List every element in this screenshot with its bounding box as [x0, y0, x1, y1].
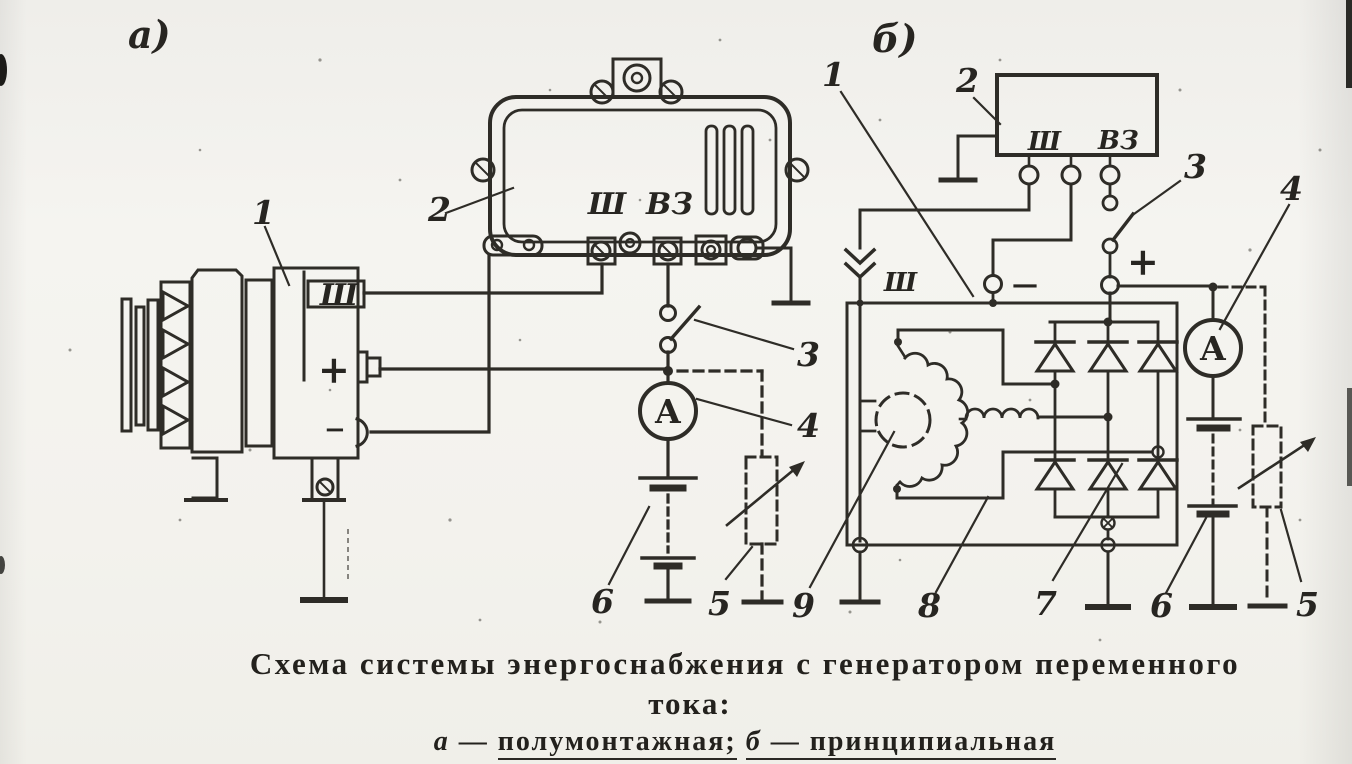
phase-coil: [964, 407, 1040, 420]
minus-label-b: —: [1012, 270, 1038, 300]
battery-a: [638, 476, 698, 604]
regulator-b-sh-label: Ш: [1027, 127, 1062, 157]
wire-sh: [362, 262, 604, 295]
caption-title-line1: Схема системы энергоснабжения с генерато…: [249, 646, 1241, 681]
caption-dash-1: —: [449, 726, 498, 757]
battery-b: [1186, 417, 1242, 610]
arrow-head: [1300, 437, 1316, 452]
callout-b-5: 5: [1296, 585, 1319, 624]
callout-a-5: 5: [708, 584, 731, 623]
callout-b-1: 1: [822, 55, 845, 94]
rheostat-a: [725, 455, 798, 605]
diode-icon: [1034, 459, 1076, 491]
callout-b-8: 8: [917, 586, 941, 625]
fan: [159, 280, 192, 450]
plug-chevron-icon: [843, 247, 877, 266]
plus-label-b: +: [1127, 239, 1159, 284]
callout-b-6: 6: [1150, 586, 1173, 625]
switch-blade: [668, 304, 702, 342]
caption-word-a: полумонтажная;: [497, 726, 737, 760]
callout-b-9: 9: [792, 586, 815, 625]
wire-field: [858, 182, 1031, 250]
caption-title-line2: тока:: [648, 686, 732, 721]
wire-minus-b: [991, 182, 1073, 277]
panel-b: б): [792, 16, 1319, 625]
callout-b-3: 3: [1184, 147, 1207, 186]
callout-a-6: 6: [591, 582, 614, 621]
schematic-figure: а): [0, 0, 1352, 642]
callout-a-2: 2: [427, 190, 451, 229]
callout-a-4: 4: [797, 406, 820, 445]
panel-a-label: а): [128, 12, 171, 57]
schematic-b: [808, 73, 1316, 610]
diode-icon: [1137, 459, 1179, 491]
regulator-case: [488, 95, 792, 257]
switch-contact: [659, 304, 677, 322]
minus-terminal: [355, 417, 369, 448]
front-housing: [190, 268, 244, 454]
callout-b-2: 2: [955, 61, 979, 100]
pulley: [120, 297, 133, 433]
switch-blade-b: [1110, 211, 1136, 243]
rotor-field-winding: [874, 391, 932, 449]
generator-b-box: [845, 301, 1179, 547]
generator-plus-label: +: [318, 347, 350, 392]
caption-word-b: принципиальная: [809, 726, 1057, 757]
jumper-link: [482, 234, 544, 257]
ammeter-b-letter: А: [1200, 329, 1227, 368]
field-wire-sh-label: Ш: [883, 268, 918, 298]
figure-caption: Схема системы энергоснабжения с генерато…: [150, 642, 1340, 760]
callout-b-4: 4: [1280, 169, 1303, 208]
caption-variant-b: б: [745, 726, 762, 757]
diode-icon: [1034, 341, 1076, 373]
panel-b-label: б): [872, 16, 917, 61]
paper-speckles: [68, 38, 1322, 642]
generator-minus-label: −: [324, 415, 346, 445]
regulator-b-vz-label: ВЗ: [1097, 126, 1139, 156]
vent-slots: [704, 124, 719, 216]
rheostat-b: [1237, 424, 1308, 609]
alternator-drawing: [120, 266, 382, 603]
generator-sh-label: Ш: [319, 278, 359, 313]
panel-a: а): [120, 12, 820, 623]
caption-dash-2: —: [761, 726, 810, 757]
caption-variant-a: а: [433, 726, 450, 757]
diode-icon: [1137, 341, 1179, 373]
regulator-a-sh-label: Ш: [587, 187, 627, 222]
regulator-b-box: [995, 73, 1159, 157]
arrow-head: [789, 461, 805, 477]
stator-winding: [898, 351, 970, 488]
scan-artifacts: [0, 0, 1352, 642]
caption-subtitle: а — полумонтажная; б — принципиальная: [150, 724, 1340, 760]
callout-b-7: 7: [1034, 584, 1057, 623]
ammeter-a-letter: А: [655, 392, 682, 431]
diode-icon: [1087, 341, 1129, 373]
rectifier-bridge: [1034, 317, 1179, 519]
wiring-a: [263, 186, 805, 605]
callout-a-1: 1: [252, 193, 275, 232]
wire-minus: [369, 253, 491, 434]
brushes: [858, 399, 877, 433]
callout-a-3: 3: [797, 335, 820, 374]
regulator-drawing: [470, 57, 811, 306]
regulator-a-vz-label: ВЗ: [645, 187, 693, 222]
